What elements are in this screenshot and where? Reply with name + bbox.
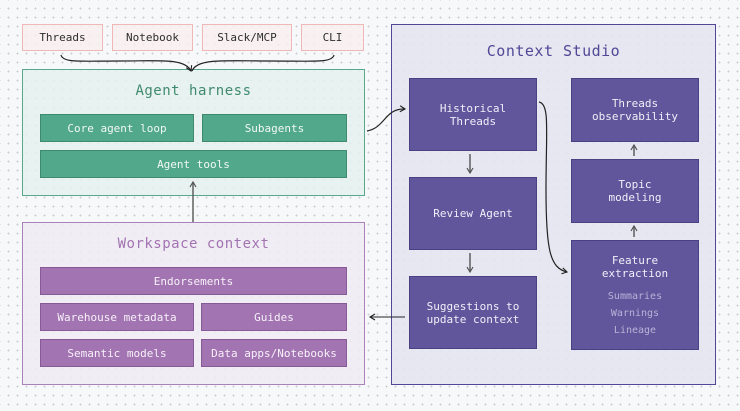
summaries-label: Summaries: [607, 291, 663, 302]
agent-harness-title: Agent harness: [135, 83, 252, 99]
warnings-label: Warnings: [610, 308, 660, 319]
lineage-label: Lineage: [613, 325, 657, 336]
source-notebook: Notebook: [112, 24, 193, 51]
feature-extraction-label: Feature extraction: [601, 254, 669, 280]
agent-tools-box: Agent tools: [40, 150, 347, 178]
core-agent-loop-box: Core agent loop: [40, 114, 194, 142]
endorsements-box: Endorsements: [40, 267, 347, 295]
historical-threads-box: Historical Threads: [409, 78, 537, 151]
review-agent-box: Review Agent: [409, 177, 537, 250]
data-apps-notebooks-box: Data apps/Notebooks: [201, 339, 347, 367]
subagents-box: Subagents: [202, 114, 347, 142]
topic-modeling-box: Topic modeling: [571, 159, 699, 223]
source-threads: Threads: [22, 24, 103, 51]
semantic-models-box: Semantic models: [40, 339, 194, 367]
source-cli: CLI: [301, 24, 364, 51]
workspace-context-title: Workspace context: [117, 236, 270, 252]
guides-box: Guides: [201, 303, 347, 331]
suggestions-box: Suggestions to update context: [409, 276, 537, 349]
warehouse-metadata-box: Warehouse metadata: [40, 303, 194, 331]
threads-observability-box: Threads observability: [571, 78, 699, 142]
context-studio-title: Context Studio: [486, 42, 621, 60]
source-slack-mcp: Slack/MCP: [202, 24, 292, 51]
feature-extraction-box: Feature extraction Summaries Warnings Li…: [571, 240, 699, 350]
